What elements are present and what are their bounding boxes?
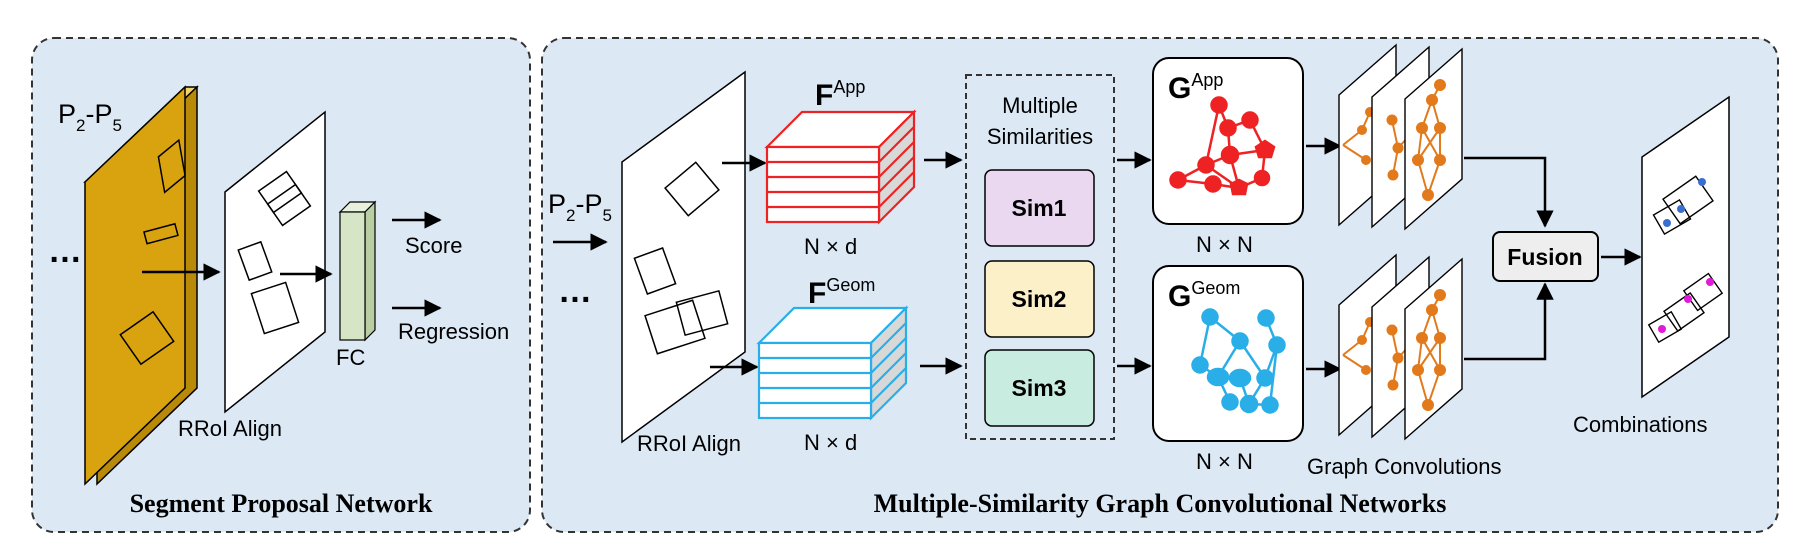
gconv-planes-top	[1338, 43, 1463, 231]
f-app-label: FApp	[815, 77, 865, 112]
sim3-label: Sim3	[1012, 375, 1067, 401]
right-panel-title: Multiple-Similarity Graph Convolutional …	[874, 489, 1447, 518]
left-ellipsis: …	[48, 232, 82, 270]
g-geom-graph	[1191, 308, 1286, 414]
sim3-box	[984, 349, 1095, 427]
f-geom-label: FGeom	[808, 275, 875, 310]
similarities-title-line1: Multiple	[1002, 93, 1078, 118]
left-rroi-plane	[224, 110, 326, 414]
g-geom-label: GGeom	[1168, 278, 1240, 313]
sim1-box	[984, 169, 1095, 247]
sim1-label: Sim1	[1012, 195, 1067, 221]
sim2-label: Sim2	[1012, 286, 1067, 312]
f-app-feature-stack	[764, 109, 917, 225]
gconv-planes-bottom	[1338, 253, 1463, 441]
fc-label: FC	[336, 345, 365, 370]
gconv-top-to-fusion-arrow	[1464, 156, 1554, 228]
fusion-box	[1492, 231, 1599, 282]
g-geom-dim: N × N	[1196, 449, 1253, 474]
f-app-dim: N × d	[804, 234, 857, 259]
sim2-box	[984, 260, 1095, 338]
fc-layer	[338, 200, 377, 342]
fusion-label: Fusion	[1507, 244, 1582, 270]
graph-convolutions-label: Graph Convolutions	[1307, 454, 1501, 479]
f-geom-dim: N × d	[804, 430, 857, 455]
right-ellipsis: …	[558, 272, 592, 310]
left-input-label: P2-P5	[58, 99, 122, 135]
right-rroi-plane	[621, 70, 746, 444]
feature-map-slab	[83, 85, 199, 486]
g-app-dim: N × N	[1196, 232, 1253, 257]
left-rroi-label: RRoI Align	[178, 416, 282, 441]
g-app-label: GApp	[1168, 70, 1223, 105]
g-app-graph	[1169, 96, 1276, 196]
right-rroi-label: RRoI Align	[637, 431, 741, 456]
similarities-box	[965, 74, 1115, 440]
f-geom-feature-stack	[756, 305, 909, 421]
similarities-title-line2: Similarities	[987, 124, 1093, 149]
regression-label: Regression	[398, 319, 509, 344]
left-panel-title: Segment Proposal Network	[130, 489, 433, 518]
gconv-bottom-to-fusion-arrow	[1464, 282, 1554, 361]
combinations-plane	[1641, 95, 1730, 399]
right-input-label: P2-P5	[548, 189, 612, 225]
combinations-label: Combinations	[1573, 412, 1708, 437]
score-label: Score	[405, 233, 462, 258]
